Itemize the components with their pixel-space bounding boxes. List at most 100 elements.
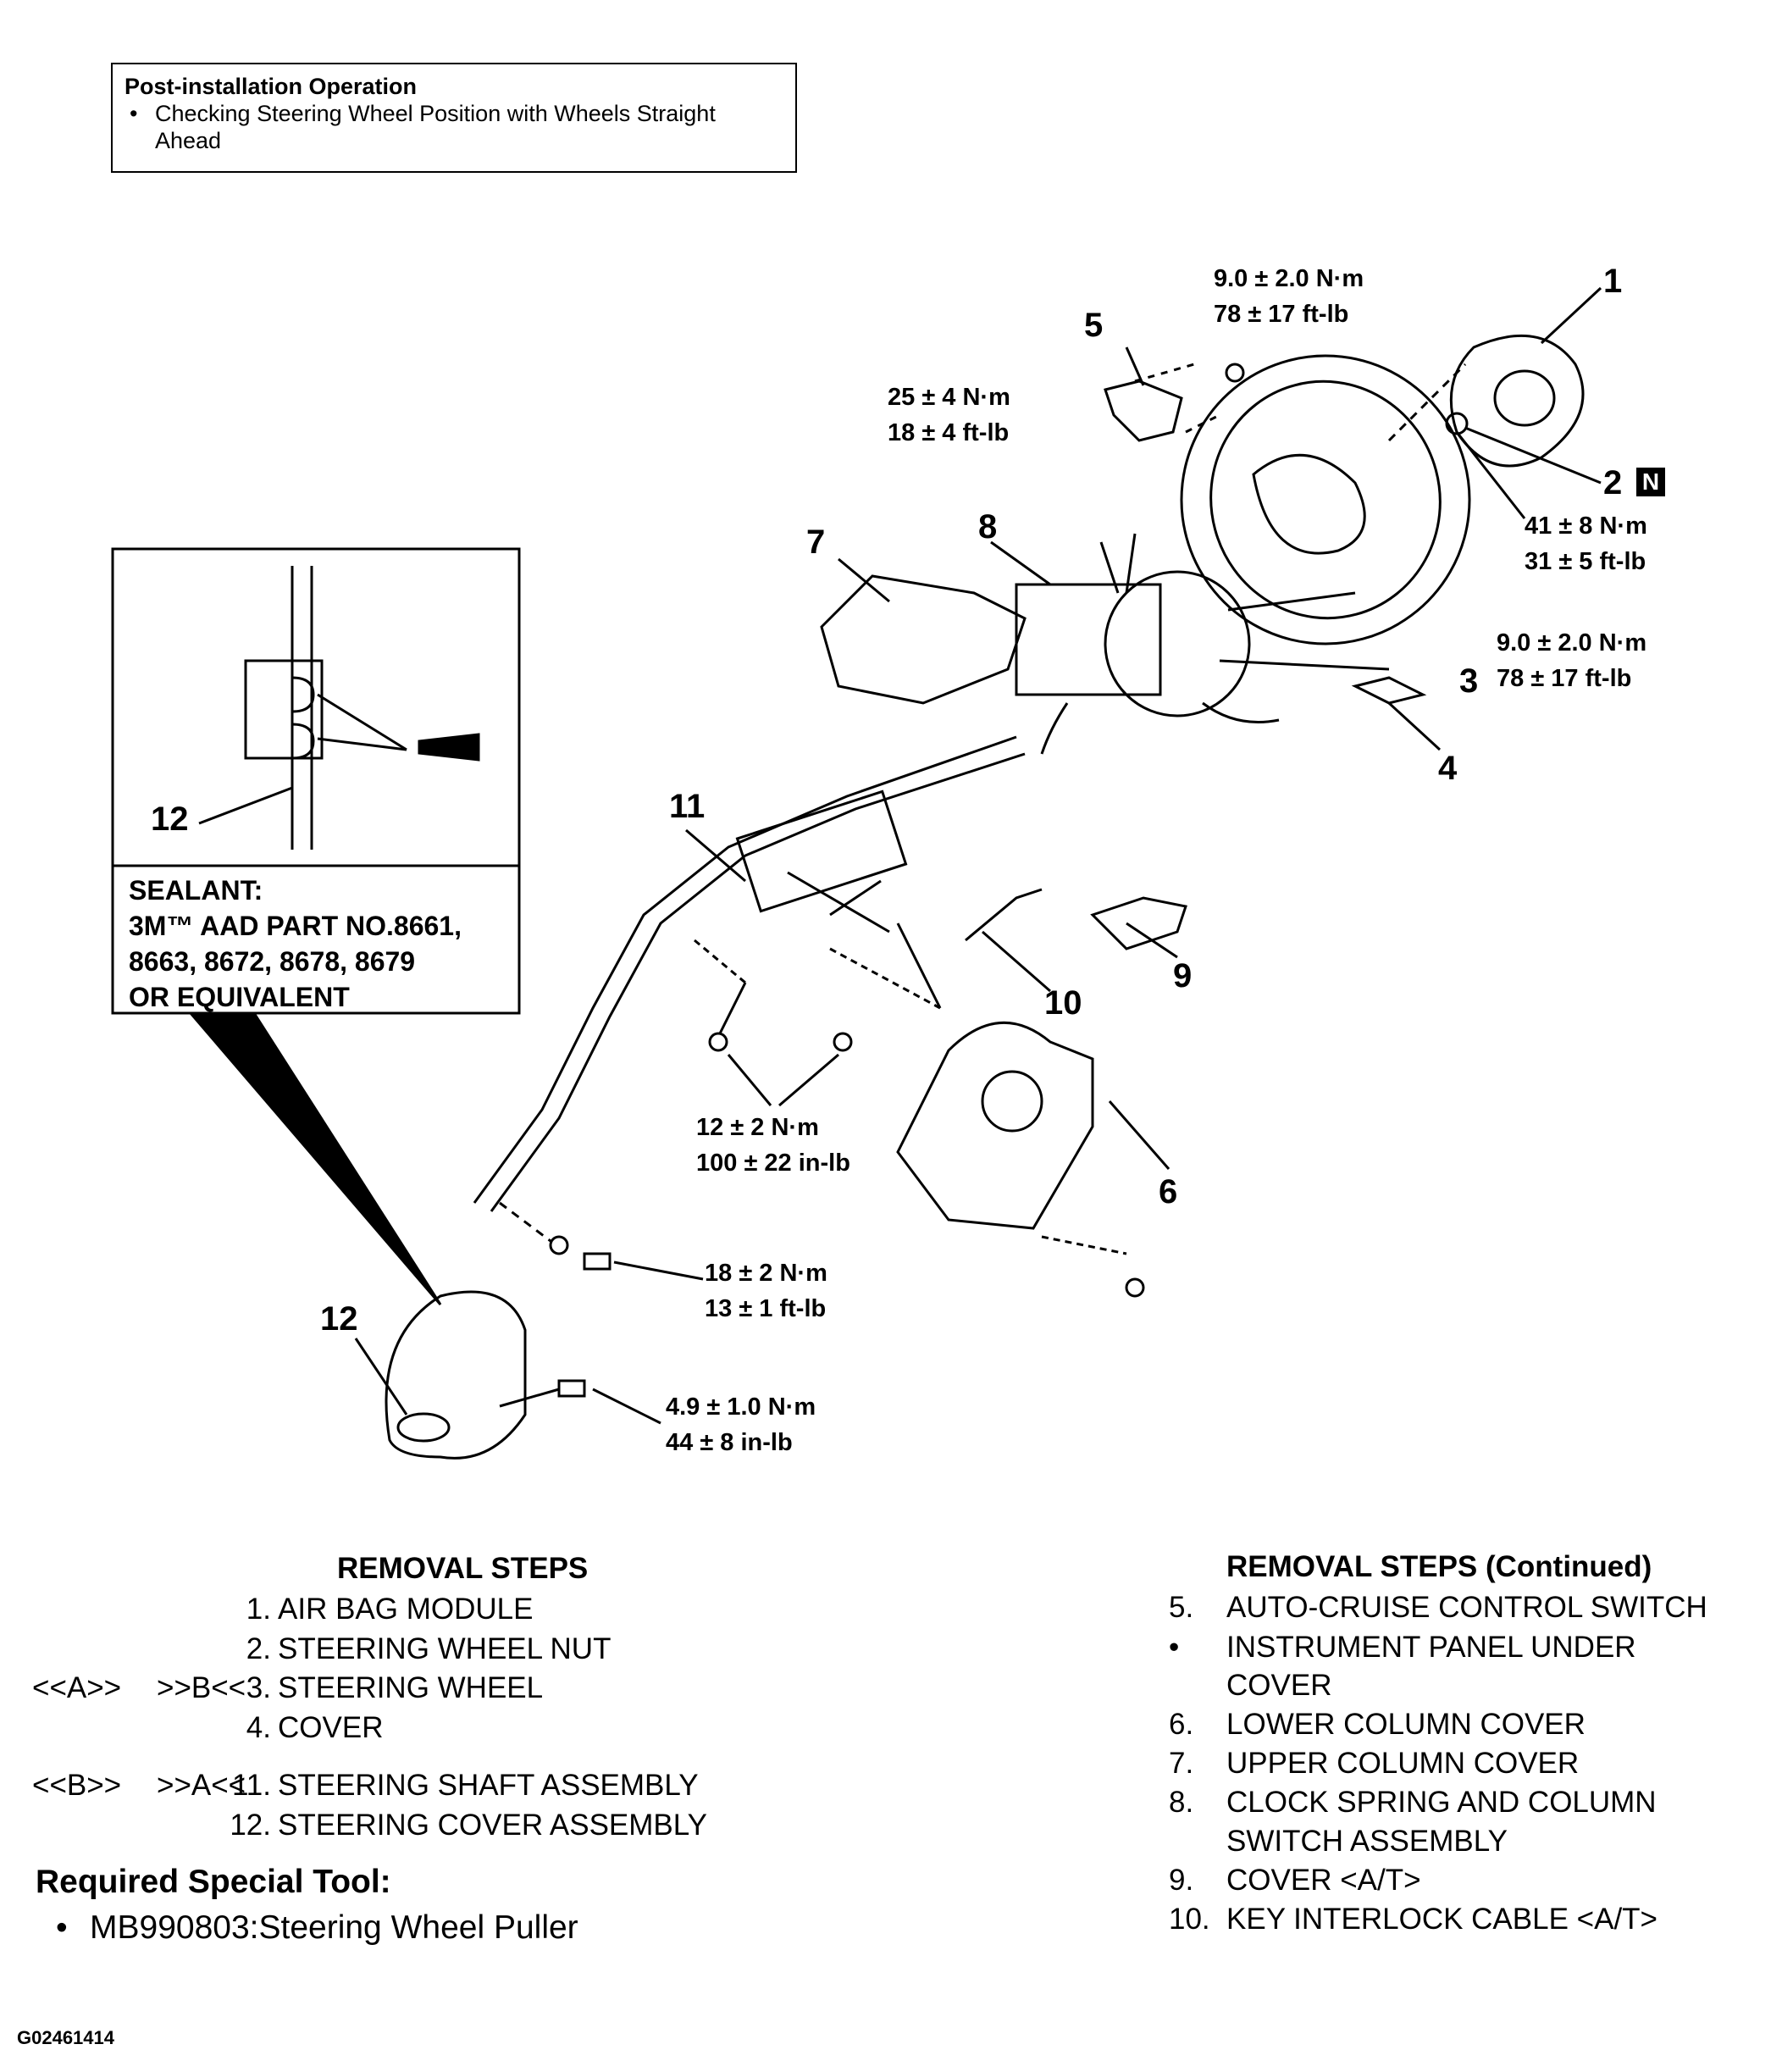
steering-wheel bbox=[1180, 354, 1471, 645]
steering-cover-assembly bbox=[385, 1290, 527, 1460]
callout-6: 6 bbox=[1159, 1173, 1178, 1211]
step-number: 6. bbox=[1169, 1708, 1194, 1741]
callout-4: 4 bbox=[1438, 750, 1458, 787]
post-installation-box: Post-installation Operation • Checking S… bbox=[111, 63, 797, 173]
step-text: KEY INTERLOCK CABLE <A/T> bbox=[1226, 1903, 1657, 1936]
torque-line: 9.0 ± 2.0 N·m bbox=[1214, 265, 1364, 292]
step-number: 3. bbox=[246, 1671, 271, 1704]
torque-line: 41 ± 8 N·m bbox=[1525, 512, 1647, 540]
callout-2-badge: N bbox=[1636, 468, 1665, 496]
post-installation-item-line2: Ahead bbox=[155, 128, 222, 153]
step-text: COVER bbox=[1226, 1669, 1332, 1702]
required-tool-heading: Required Special Tool: bbox=[36, 1864, 391, 1900]
torque-cover-bolt: 4.9 ± 1.0 N·m 44 ± 8 in-lb bbox=[666, 1389, 816, 1460]
upper-column-cover bbox=[820, 574, 1027, 705]
post-installation-item-line1: Checking Steering Wheel Position with Wh… bbox=[155, 101, 716, 126]
step-text: STEERING SHAFT ASSEMBLY bbox=[278, 1769, 699, 1802]
required-tool-bullet: • bbox=[56, 1909, 68, 1946]
step-text: STEERING WHEEL NUT bbox=[278, 1632, 612, 1665]
callout-5: 5 bbox=[1084, 307, 1104, 344]
column-switch-assembly bbox=[1015, 583, 1162, 696]
callout-3: 3 bbox=[1459, 662, 1479, 700]
step-text: UPPER COLUMN COVER bbox=[1226, 1747, 1580, 1780]
step-text: STEERING WHEEL bbox=[278, 1671, 544, 1704]
steering-column-exploded-diagram bbox=[111, 286, 1602, 1460]
step-text: AUTO-CRUISE CONTROL SWITCH bbox=[1226, 1591, 1707, 1624]
torque-shaft-bolts: 12 ± 2 N·m 100 ± 22 in-lb bbox=[696, 1110, 850, 1181]
removal-step: 1.AIR BAG MODULE bbox=[212, 1593, 534, 1626]
air-bag-module bbox=[1449, 334, 1585, 468]
torque-line: 78 ± 17 ft-lb bbox=[1497, 665, 1632, 692]
step-text: COVER bbox=[278, 1711, 384, 1744]
step-number: 7. bbox=[1169, 1747, 1194, 1780]
figure-code: G02461414 bbox=[17, 2027, 114, 2048]
callout-1: 1 bbox=[1603, 263, 1623, 300]
torque-line: 12 ± 2 N·m bbox=[696, 1114, 819, 1141]
torque-line: 9.0 ± 2.0 N·m bbox=[1497, 629, 1647, 657]
torque-line: 13 ± 1 ft-lb bbox=[705, 1295, 827, 1322]
callout-12: 12 bbox=[320, 1300, 358, 1338]
step-number: 11. bbox=[231, 1769, 271, 1802]
required-tool-item: MB990803:Steering Wheel Puller bbox=[90, 1909, 578, 1946]
removal-step: 3.STEERING WHEEL bbox=[212, 1671, 543, 1705]
step-ref-a: <<B>> bbox=[32, 1769, 122, 1802]
post-installation-title: Post-installation Operation bbox=[125, 74, 418, 99]
callout-7: 7 bbox=[806, 524, 826, 561]
step-text: INSTRUMENT PANEL UNDER bbox=[1226, 1631, 1636, 1664]
callout-2: 2 bbox=[1603, 464, 1623, 501]
torque-line: 4.9 ± 1.0 N·m bbox=[666, 1393, 816, 1421]
step-text: SWITCH ASSEMBLY bbox=[1226, 1825, 1508, 1858]
removal-steps-heading: REMOVAL STEPS bbox=[337, 1552, 589, 1585]
steering-shaft-assembly bbox=[473, 735, 1017, 1204]
callout-8: 8 bbox=[978, 508, 998, 546]
sealant-line1: SEALANT: bbox=[129, 875, 263, 906]
callout-10: 10 bbox=[1044, 984, 1082, 1022]
bullet: • bbox=[130, 101, 138, 126]
sealant-tube-icon bbox=[418, 733, 480, 762]
step-number: 8. bbox=[1169, 1786, 1194, 1819]
step-text: AIR BAG MODULE bbox=[278, 1593, 534, 1626]
torque-line: 18 ± 4 ft-lb bbox=[888, 419, 1010, 446]
removal-steps-continued-heading: REMOVAL STEPS (Continued) bbox=[1226, 1550, 1652, 1583]
step-ref-b: >>A<< bbox=[157, 1769, 246, 1802]
torque-line: 78 ± 17 ft-lb bbox=[1214, 301, 1349, 328]
torque-line: 100 ± 22 in-lb bbox=[696, 1150, 850, 1177]
step-number: 9. bbox=[1169, 1864, 1194, 1897]
step-ref-b: >>B<< bbox=[157, 1671, 246, 1704]
torque-air-bag-bolt: 9.0 ± 2.0 N·m 78 ± 17 ft-lb bbox=[1497, 625, 1646, 696]
torque-wheel-nut: 41 ± 8 N·m 31 ± 5 ft-lb bbox=[1525, 508, 1647, 579]
step-ref-a: <<A>> bbox=[32, 1671, 122, 1704]
step-number: 5. bbox=[1169, 1591, 1194, 1624]
sealant-line3: 8663, 8672, 8678, 8679 bbox=[129, 946, 416, 977]
removal-step: 2.STEERING WHEEL NUT bbox=[212, 1632, 612, 1666]
removal-step: 4.COVER bbox=[212, 1711, 384, 1745]
step-text: STEERING COVER ASSEMBLY bbox=[278, 1809, 707, 1842]
sealant-line2: 3M™ AAD PART NO.8661, bbox=[129, 911, 462, 941]
torque-switch-bolt: 9.0 ± 2.0 N·m 78 ± 17 ft-lb bbox=[1214, 261, 1364, 332]
inset-pointer bbox=[187, 1011, 442, 1305]
post-installation-item: • Checking Steering Wheel Position with … bbox=[125, 100, 783, 154]
removal-step: 11.STEERING SHAFT ASSEMBLY bbox=[212, 1769, 699, 1803]
torque-column-switch-screw: 25 ± 4 N·m 18 ± 4 ft-lb bbox=[888, 379, 1010, 451]
step-number: 2. bbox=[246, 1632, 271, 1665]
step-text: COVER <A/T> bbox=[1226, 1864, 1421, 1897]
torque-joint-bolt: 18 ± 2 N·m 13 ± 1 ft-lb bbox=[705, 1255, 827, 1327]
step-number: • bbox=[1169, 1631, 1180, 1664]
step-number: 12. bbox=[230, 1809, 271, 1842]
sealant-inset-box bbox=[111, 547, 521, 1015]
torque-line: 44 ± 8 in-lb bbox=[666, 1429, 793, 1456]
step-text: CLOCK SPRING AND COLUMN bbox=[1226, 1786, 1657, 1819]
sealant-line4: OR EQUIVALENT bbox=[129, 982, 350, 1012]
torque-line: 18 ± 2 N·m bbox=[705, 1260, 827, 1287]
sealant-label: SEALANT: 3M™ AAD PART NO.8661, 8663, 867… bbox=[129, 873, 462, 1015]
callout-11: 11 bbox=[669, 788, 706, 825]
callout-9: 9 bbox=[1173, 957, 1193, 994]
removal-step: 12.STEERING COVER ASSEMBLY bbox=[212, 1809, 707, 1842]
torque-line: 25 ± 4 N·m bbox=[888, 384, 1010, 411]
step-text: LOWER COLUMN COVER bbox=[1226, 1708, 1586, 1741]
step-number: 4. bbox=[246, 1711, 271, 1744]
lower-column-cover bbox=[896, 1021, 1094, 1230]
inset-callout-12: 12 bbox=[151, 801, 189, 838]
step-number: 10. bbox=[1169, 1903, 1210, 1936]
step-number: 1. bbox=[246, 1593, 271, 1626]
